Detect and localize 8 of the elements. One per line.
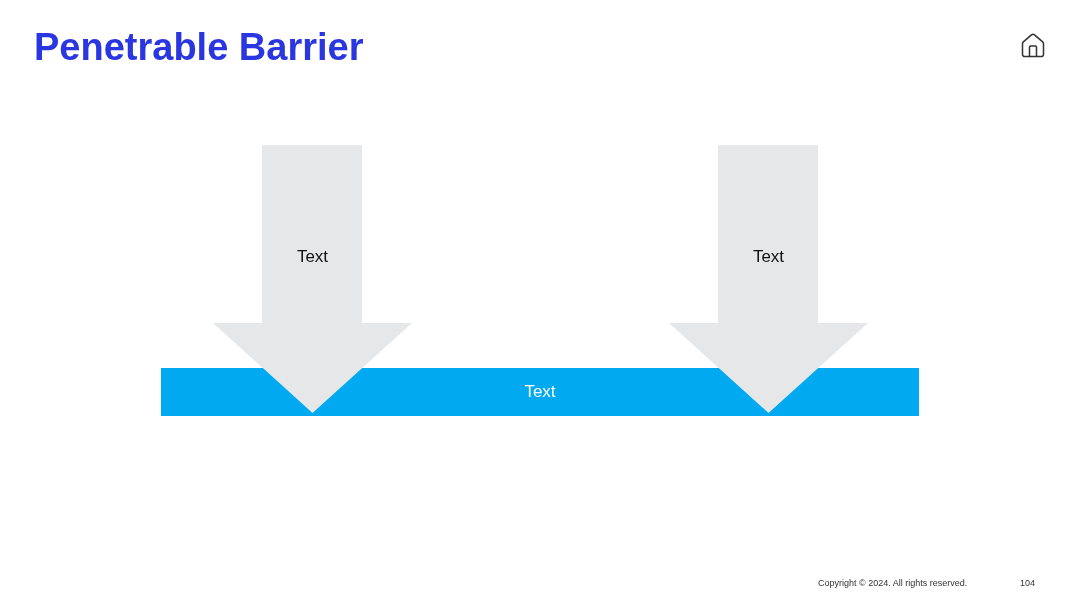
slide-title: Penetrable Barrier: [34, 26, 364, 69]
arrow-label: Text: [751, 247, 786, 267]
block-arrow: [213, 145, 412, 413]
page-number: 104: [1020, 578, 1036, 588]
bar-label: Text: [523, 382, 557, 402]
copyright-note: Copyright © 2024. All rights reserved.: [818, 578, 968, 588]
block-arrow: [669, 145, 868, 413]
arrow-label: Text: [295, 247, 330, 267]
